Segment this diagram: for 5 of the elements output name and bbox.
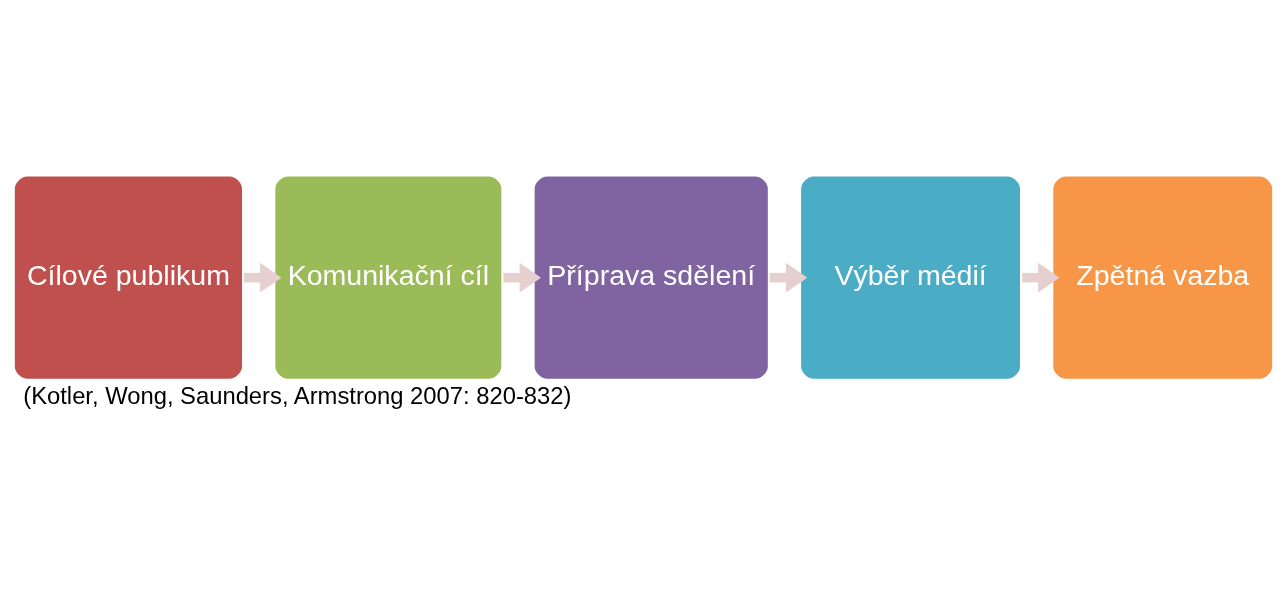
arrow (769, 262, 808, 293)
arrow (503, 262, 542, 293)
arrow (1022, 262, 1060, 293)
arrow (244, 262, 282, 293)
caption: (Kotler, Wong, Saunders, Armstrong 2007: 820-832) (23, 381, 572, 409)
